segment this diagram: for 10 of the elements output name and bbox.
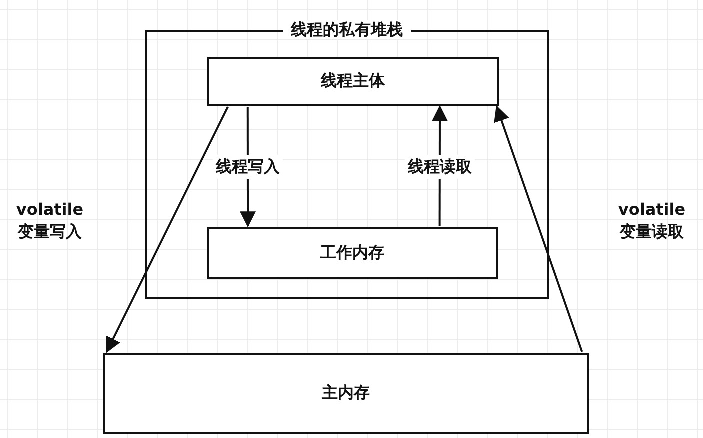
edge-label: 线程读取 xyxy=(404,154,475,178)
memory-box: 线程主体 xyxy=(207,57,499,106)
memory-box: 主内存 xyxy=(103,353,589,434)
edge-label: 线程写入 xyxy=(212,154,283,178)
edge-label: volatile 变量写入 xyxy=(15,199,85,243)
edge-label: volatile 变量读取 xyxy=(617,199,687,243)
arrow xyxy=(106,106,229,354)
arrow xyxy=(494,106,584,352)
frame-heading: 线程的私有堆栈 xyxy=(283,20,411,39)
memory-box: 工作内存 xyxy=(207,227,498,279)
